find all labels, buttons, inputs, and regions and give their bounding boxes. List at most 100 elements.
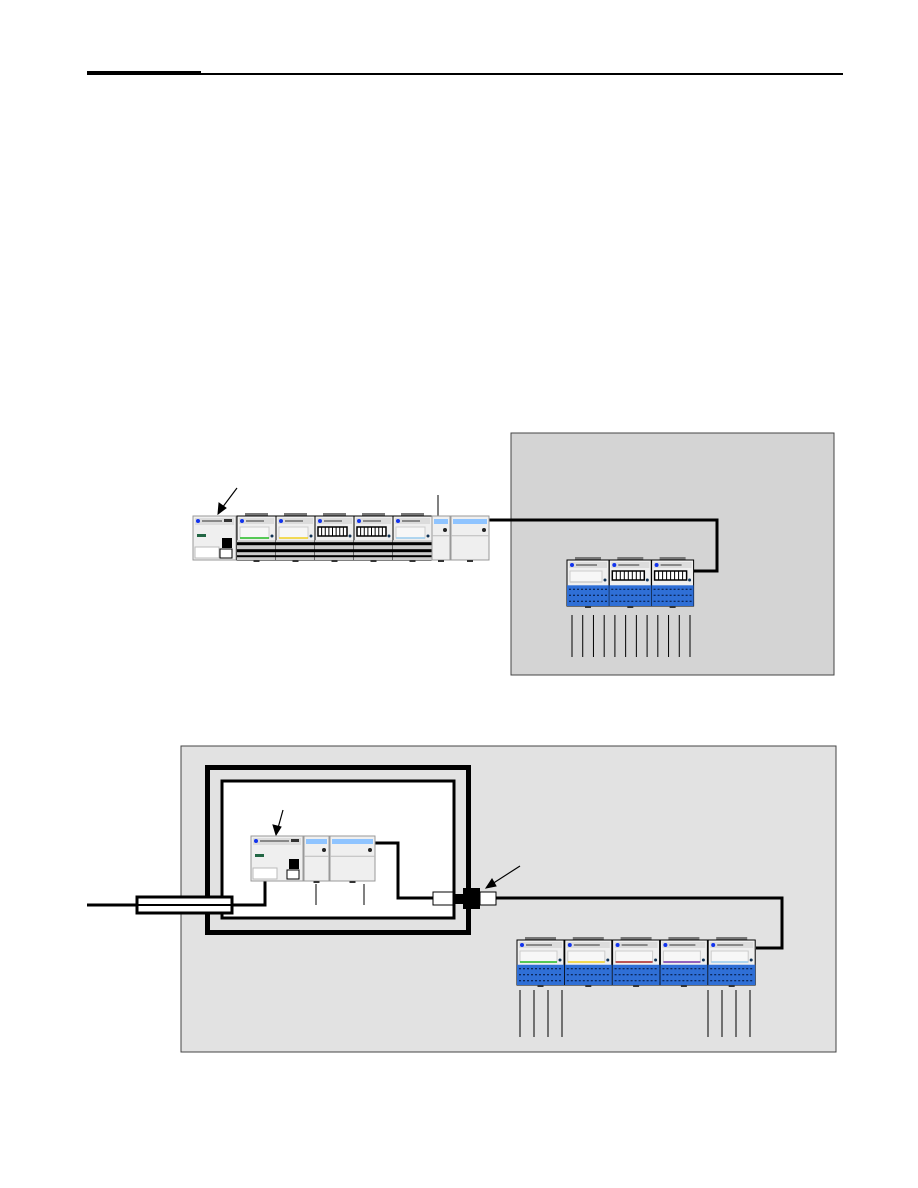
module-foot bbox=[585, 606, 591, 608]
io-module bbox=[236, 513, 277, 562]
io-module bbox=[651, 557, 695, 608]
ethernet-port-icon bbox=[289, 859, 299, 869]
status-led-icon bbox=[615, 943, 620, 947]
module-latch bbox=[659, 557, 686, 560]
adapter-module bbox=[450, 515, 490, 562]
indicator bbox=[645, 578, 649, 582]
module-foot bbox=[585, 985, 592, 987]
io-module bbox=[353, 513, 394, 562]
module-foot bbox=[669, 606, 676, 608]
module-foot bbox=[313, 881, 320, 883]
power-connector bbox=[194, 546, 220, 559]
module-latch bbox=[575, 557, 601, 560]
status-led-icon bbox=[567, 943, 572, 947]
status-led-icon bbox=[196, 519, 200, 523]
terminal-cover bbox=[662, 950, 701, 963]
indicator bbox=[309, 534, 313, 538]
module-latch bbox=[362, 513, 385, 516]
adapter-label bbox=[306, 839, 327, 844]
indicator bbox=[270, 534, 274, 538]
io-module bbox=[275, 513, 316, 562]
module-foot bbox=[370, 560, 377, 562]
indicator bbox=[603, 578, 607, 582]
terminal-bar bbox=[393, 555, 432, 558]
indicator bbox=[558, 958, 562, 962]
indicator bbox=[749, 958, 753, 962]
terminal-bar bbox=[276, 555, 315, 558]
terminal-bar bbox=[354, 555, 393, 558]
module-latch bbox=[284, 513, 307, 516]
io-module bbox=[707, 937, 756, 987]
module-foot bbox=[349, 881, 356, 883]
indicator bbox=[348, 534, 352, 538]
adapter-module bbox=[431, 515, 451, 562]
terminal-bar bbox=[315, 542, 354, 546]
terminal-bar bbox=[276, 549, 315, 553]
adapter-led bbox=[443, 528, 447, 532]
module-latch bbox=[245, 513, 268, 516]
power-connector bbox=[252, 867, 278, 880]
terminal-bar bbox=[237, 549, 276, 553]
module-foot bbox=[467, 560, 473, 562]
io-module bbox=[659, 937, 708, 987]
indicator bbox=[426, 534, 430, 538]
port bbox=[224, 519, 232, 522]
logo-mark bbox=[255, 854, 264, 857]
bulkhead-connector bbox=[432, 888, 497, 909]
module-latch bbox=[401, 513, 424, 516]
indicator bbox=[701, 958, 705, 962]
module-foot bbox=[633, 985, 640, 987]
status-led-icon bbox=[711, 943, 716, 947]
terminal-bar bbox=[393, 542, 432, 546]
port bbox=[291, 839, 299, 842]
adapter-label bbox=[453, 519, 487, 524]
network-cable-top bbox=[489, 518, 719, 573]
io-module bbox=[608, 557, 652, 608]
terminal-cover bbox=[569, 570, 603, 583]
status-led-icon bbox=[357, 519, 361, 523]
status-led-icon bbox=[279, 519, 283, 523]
io-module bbox=[564, 937, 613, 987]
network-cable-remote bbox=[496, 896, 784, 950]
adapter-led bbox=[322, 848, 326, 852]
io-module bbox=[612, 937, 661, 987]
io-module bbox=[314, 513, 355, 562]
module-foot bbox=[438, 560, 444, 562]
module-foot bbox=[331, 560, 338, 562]
status-led-icon bbox=[570, 563, 574, 567]
indicator bbox=[387, 534, 391, 538]
module-foot bbox=[537, 985, 544, 987]
adapter-label bbox=[332, 839, 373, 844]
module-latch bbox=[323, 513, 346, 516]
indicator bbox=[606, 958, 610, 962]
module-latch bbox=[668, 937, 700, 940]
status-led-icon bbox=[318, 519, 322, 523]
terminal-bar bbox=[315, 555, 354, 558]
status-led-icon bbox=[396, 519, 400, 523]
terminal-cover bbox=[567, 950, 606, 963]
terminal-cover bbox=[239, 526, 270, 539]
cables bbox=[87, 495, 784, 950]
controller-module bbox=[192, 515, 237, 561]
module-foot bbox=[409, 560, 416, 562]
power-lead bbox=[232, 870, 267, 907]
module-latch bbox=[716, 937, 748, 940]
adapter-led bbox=[482, 528, 486, 532]
module-foot bbox=[292, 560, 299, 562]
terminal-bar bbox=[315, 549, 354, 553]
module-foot bbox=[253, 560, 260, 562]
network-cable-bottom bbox=[375, 841, 433, 900]
ethernet-port-icon bbox=[222, 538, 232, 548]
module-foot bbox=[627, 606, 634, 608]
terminal-bar bbox=[237, 555, 276, 558]
logo-mark bbox=[197, 534, 206, 537]
module-latch bbox=[525, 937, 556, 940]
status-led-icon bbox=[520, 943, 524, 947]
status-led-icon bbox=[254, 839, 258, 843]
terminal-cover bbox=[710, 950, 749, 963]
remote-panel-top bbox=[510, 432, 835, 676]
terminal-bar bbox=[237, 542, 276, 546]
adapter-module bbox=[303, 835, 330, 883]
indicator bbox=[654, 958, 658, 962]
